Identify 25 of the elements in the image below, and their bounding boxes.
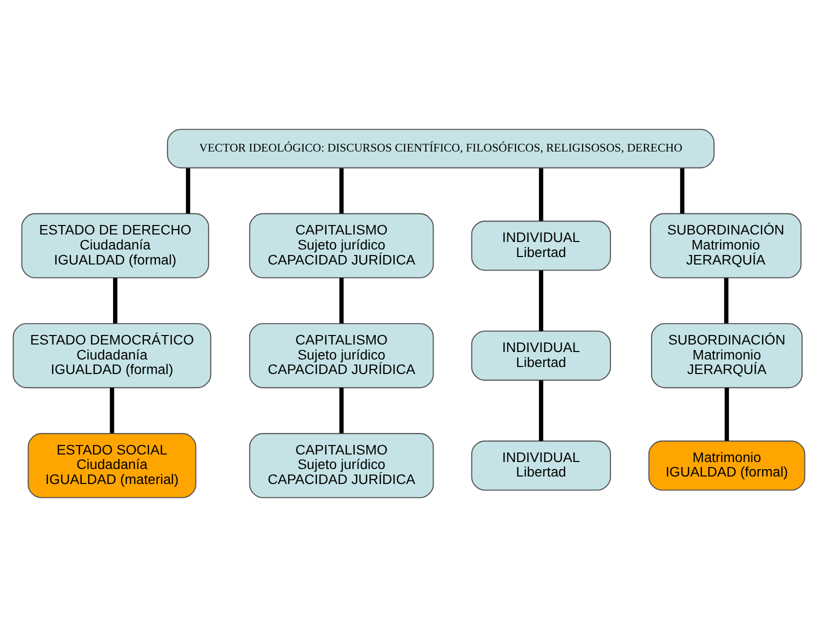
node-box: ESTADO DEMOCRÁTICO Ciudadanía IGUALDAD (formal)	[12, 322, 211, 388]
connector	[185, 168, 190, 213]
node-box: ESTADO DE DERECHO Ciudadanía IGUALDAD (formal)	[20, 212, 209, 278]
node-box: CAPITALISMO Sujeto jurídico CAPACIDAD JURÍDICA	[248, 212, 434, 278]
node-box: ESTADO SOCIAL Ciudadanía IGUALDAD (material)	[27, 432, 196, 498]
node-box: CAPITALISMO Sujeto jurídico CAPACIDAD JURÍDICA	[248, 322, 434, 388]
node-box: SUBORDINACIÓN Matrimonio JERARQUÍA	[649, 212, 802, 278]
connector	[109, 387, 114, 433]
connector	[680, 168, 684, 213]
node-box: INDIVIDUAL Libertad	[470, 440, 610, 490]
node-box: INDIVIDUAL Libertad	[470, 330, 610, 380]
connector	[538, 270, 543, 331]
node-box: SUBORDINACIÓN Matrimonio JERARQUÍA	[650, 322, 802, 388]
node-box: Matrimonio IGUALDAD (formal)	[648, 440, 805, 490]
connector	[338, 277, 344, 323]
node-box: VECTOR IDEOLÓGICO: DISCURSOS CIENTÍFICO, FILOSÓFICOS, RELIGISOSOS, DERECHO	[166, 128, 714, 168]
connector	[338, 168, 344, 213]
connector	[112, 277, 117, 323]
node-box: INDIVIDUAL Libertad	[470, 220, 610, 270]
connector	[724, 387, 728, 440]
node-box: CAPITALISMO Sujeto jurídico CAPACIDAD JURÍDICA	[248, 432, 434, 498]
connector	[538, 168, 543, 220]
connector	[724, 277, 728, 323]
connector	[538, 380, 543, 440]
connector	[338, 387, 344, 433]
